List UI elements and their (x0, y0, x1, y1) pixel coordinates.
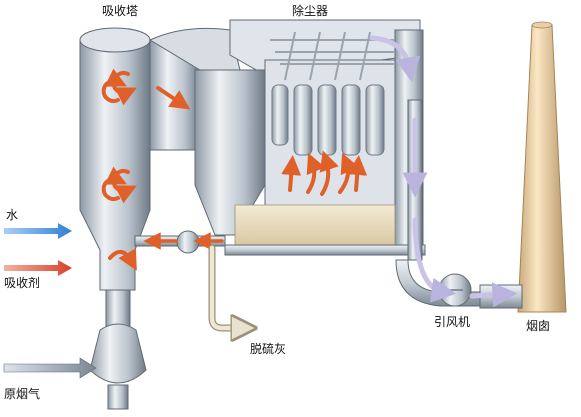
clean-gas-arrows (369, 35, 518, 308)
label-water: 水 (6, 208, 19, 222)
raw-gas-input-arrow (3, 357, 97, 379)
label-chimney: 烟囱 (526, 319, 551, 333)
label-absorber: 吸收塔 (102, 4, 139, 18)
ash-discharge-arrow (208, 244, 244, 328)
label-induced-draft-fan: 引风机 (434, 315, 471, 329)
label-raw-flue-gas: 原烟气 (4, 387, 41, 401)
dust-collector (194, 19, 426, 256)
water-input-arrow (4, 223, 72, 239)
absorbent-input-arrow (4, 260, 72, 276)
label-absorbent: 吸收剂 (4, 276, 41, 290)
dust-lift-arrows (281, 150, 368, 196)
label-dust-collector: 除尘器 (292, 4, 329, 18)
flue-gas-swirl-arrows (101, 68, 191, 271)
chimney (479, 21, 567, 313)
label-desulfurization-ash: 脱硫灰 (250, 342, 287, 356)
